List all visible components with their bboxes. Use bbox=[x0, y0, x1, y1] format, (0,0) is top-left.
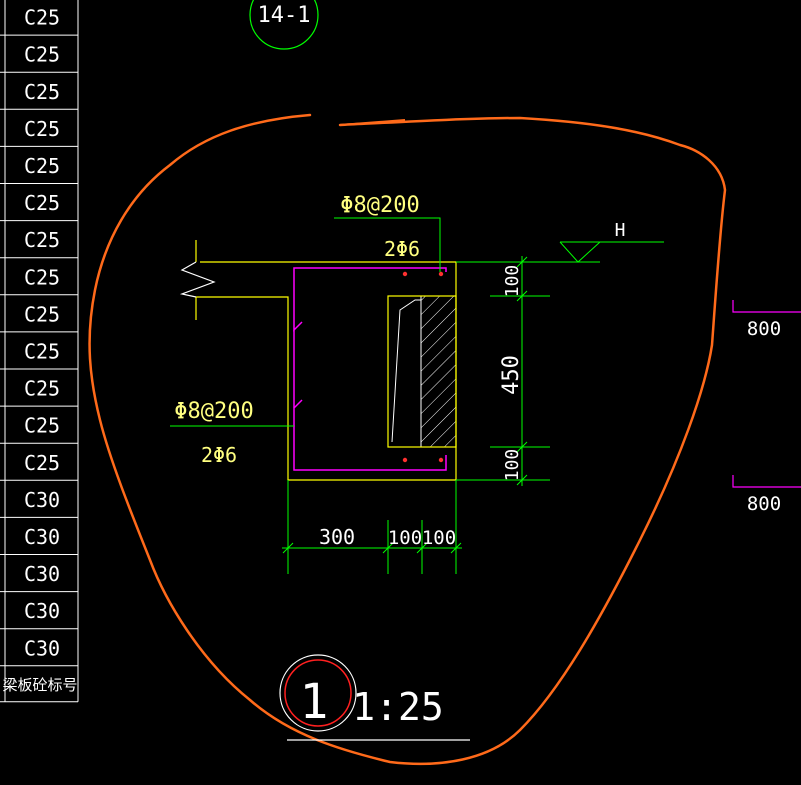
hatched-block bbox=[420, 295, 457, 448]
grade-cell: C25 bbox=[24, 43, 60, 67]
grade-table: C25C25C25C25C25C25C25C25C25C25C25C25C25C… bbox=[0, 0, 79, 703]
grade-cell: C30 bbox=[24, 599, 60, 623]
grade-cell: C25 bbox=[24, 451, 60, 475]
break-line bbox=[179, 261, 216, 298]
dim-horizontal-300: 300 bbox=[319, 525, 355, 549]
grade-cell: C25 bbox=[24, 6, 60, 30]
grade-cell: C25 bbox=[24, 191, 60, 215]
grade-cell: C25 bbox=[24, 228, 60, 252]
horizontal-dimension bbox=[282, 480, 462, 574]
grade-cell: C25 bbox=[24, 302, 60, 326]
rebar-dots bbox=[402, 271, 444, 463]
grade-cell: C25 bbox=[24, 80, 60, 104]
side-dimension-top: 800 bbox=[732, 300, 801, 340]
grade-cell: C30 bbox=[24, 636, 60, 660]
dim-vertical-bottom: 100 bbox=[502, 449, 523, 482]
grade-cell: C30 bbox=[24, 525, 60, 549]
side-dimension-bottom: 800 bbox=[732, 475, 801, 515]
title-scale: 1:25 bbox=[352, 685, 444, 729]
leaders bbox=[170, 217, 441, 427]
dim-vertical-top: 100 bbox=[502, 265, 523, 298]
level-mark-label: H bbox=[615, 220, 626, 241]
recess-line bbox=[391, 299, 421, 443]
grade-cell: C25 bbox=[24, 117, 60, 141]
vertical-dimension bbox=[456, 256, 550, 486]
detail-tag-number: 14-1 bbox=[258, 3, 311, 28]
title-inner-ring bbox=[284, 659, 352, 727]
side-dim-top-label: 800 bbox=[747, 318, 781, 340]
rebar-top-bars: 2Φ6 bbox=[384, 237, 420, 261]
concrete-outline bbox=[195, 240, 457, 481]
grade-table-footer: 梁板砼标号 bbox=[2, 676, 77, 694]
rebar-left-spacing: Φ8@200 bbox=[174, 399, 253, 424]
title-outer-ring bbox=[279, 654, 357, 732]
section-detail: Φ8@200 2Φ6 Φ8@200 2Φ6 H 100 450 100 bbox=[170, 193, 664, 574]
grade-cell: C25 bbox=[24, 339, 60, 363]
markup-outline-tail bbox=[339, 119, 406, 126]
dim-vertical-middle: 450 bbox=[499, 355, 524, 395]
inner-recess bbox=[387, 295, 457, 448]
detail-tag: 14-1 bbox=[249, 0, 319, 50]
grade-cell: C30 bbox=[24, 562, 60, 586]
grade-cell: C25 bbox=[24, 154, 60, 178]
grade-cell: C30 bbox=[24, 488, 60, 512]
grade-cell: C25 bbox=[24, 414, 60, 438]
side-dim-bottom-label: 800 bbox=[747, 493, 781, 515]
detail-title: 1 1:25 bbox=[279, 654, 470, 741]
grade-cell: C25 bbox=[24, 377, 60, 401]
dim-horizontal-100-b: 100 bbox=[422, 527, 456, 549]
detail-tag-circle bbox=[249, 0, 319, 50]
rebar-stirrup bbox=[293, 267, 447, 471]
dim-horizontal-100-a: 100 bbox=[388, 527, 422, 549]
title-number: 1 bbox=[300, 674, 329, 730]
markup-outline bbox=[88, 113, 727, 766]
grade-cell: C25 bbox=[24, 265, 60, 289]
rebar-top-spacing: Φ8@200 bbox=[340, 193, 419, 218]
rebar-left-bars: 2Φ6 bbox=[201, 443, 237, 467]
